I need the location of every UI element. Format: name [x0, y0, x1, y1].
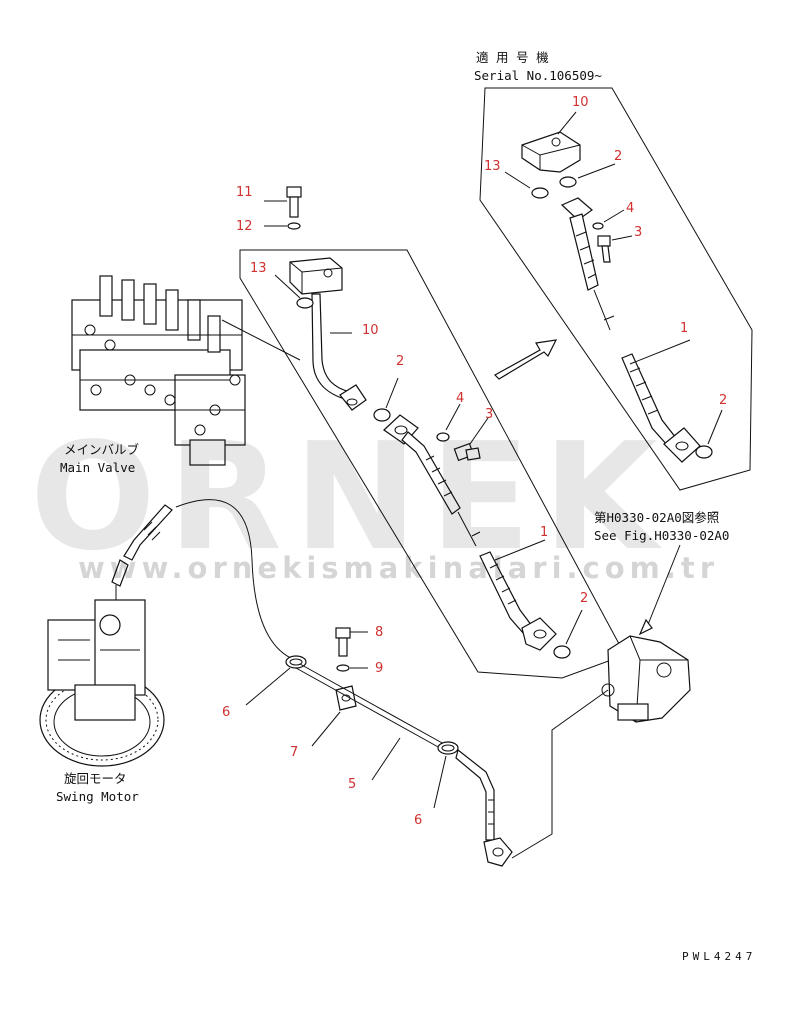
- swing-motor-label-jp: 旋回モータ: [64, 771, 127, 786]
- inset-o-ring-2a: [559, 176, 577, 188]
- washer-12: [287, 222, 301, 230]
- exploded-view-frame: [239, 249, 626, 679]
- inset-arrow: [494, 339, 558, 380]
- inset-callout-13: 13: [484, 159, 501, 174]
- bolt-3: [453, 442, 481, 462]
- callout-5: 5: [348, 777, 356, 792]
- inset-block-10: [521, 131, 581, 173]
- callout-1: 1: [540, 525, 548, 540]
- see-fig-arrow: [644, 544, 681, 633]
- callout-6a: 6: [222, 705, 230, 720]
- callout-9: 9: [375, 661, 383, 676]
- tube-1: [383, 414, 557, 651]
- bolt-8: [335, 627, 351, 657]
- inset-callout-4: 4: [626, 201, 634, 216]
- callout-2a: 2: [396, 354, 404, 369]
- callout-10: 10: [362, 323, 379, 338]
- main-valve-drawing: [71, 275, 301, 466]
- swing-motor-drawing: [39, 599, 165, 767]
- callout-8: 8: [375, 625, 383, 640]
- inset-header-jp: 適 用 号 機: [476, 50, 549, 65]
- washer-9: [336, 664, 350, 672]
- drawing-ref: PWL4247: [682, 950, 756, 963]
- see-fig-label-jp: 第H0330-02A0図参照: [594, 510, 719, 525]
- see-fig-label-en: See Fig.H0330-02A0: [594, 528, 729, 543]
- inset-callout-3: 3: [634, 225, 642, 240]
- inset-washer-4: [592, 222, 604, 230]
- callout-3: 3: [485, 407, 493, 422]
- block-10: [289, 257, 367, 411]
- inset-callout-2a: 2: [614, 149, 622, 164]
- o-ring-2b: [553, 645, 571, 659]
- inset-bolt-3: [597, 235, 611, 263]
- callout-6b: 6: [414, 813, 422, 828]
- inset-callout-2b: 2: [719, 393, 727, 408]
- main-valve-label-jp: メインバルブ: [64, 442, 140, 457]
- clamp-6b: [437, 741, 459, 755]
- watermark-logo: ORNEK: [30, 411, 669, 583]
- swing-motor-label-en: Swing Motor: [56, 789, 139, 804]
- hose-assembly: [111, 499, 296, 661]
- inset-tube-1: [560, 197, 701, 463]
- o-ring-13: [296, 297, 314, 309]
- swivel-joint: [601, 635, 691, 723]
- bolt-11: [286, 186, 302, 218]
- callout-11: 11: [236, 185, 253, 200]
- callout-13: 13: [250, 261, 267, 276]
- callout-2b: 2: [580, 591, 588, 606]
- washer-4: [436, 432, 450, 442]
- main-valve-label-en: Main Valve: [60, 460, 135, 475]
- callout-7: 7: [290, 745, 298, 760]
- callout-4: 4: [456, 391, 464, 406]
- hose-5: [295, 663, 445, 749]
- callout-12: 12: [236, 219, 253, 234]
- inset-o-ring-2b: [695, 445, 713, 459]
- inset-o-ring-13: [531, 187, 549, 199]
- hose-fitting: [455, 748, 513, 867]
- watermark-url: www.ornekismakinalari.com.tr: [78, 551, 719, 585]
- inset-callout-10: 10: [572, 95, 589, 110]
- o-ring-2a: [373, 408, 391, 422]
- inset-frame: [479, 87, 753, 491]
- inset-callout-1: 1: [680, 321, 688, 336]
- inset-header-serial: Serial No.106509~: [474, 68, 602, 83]
